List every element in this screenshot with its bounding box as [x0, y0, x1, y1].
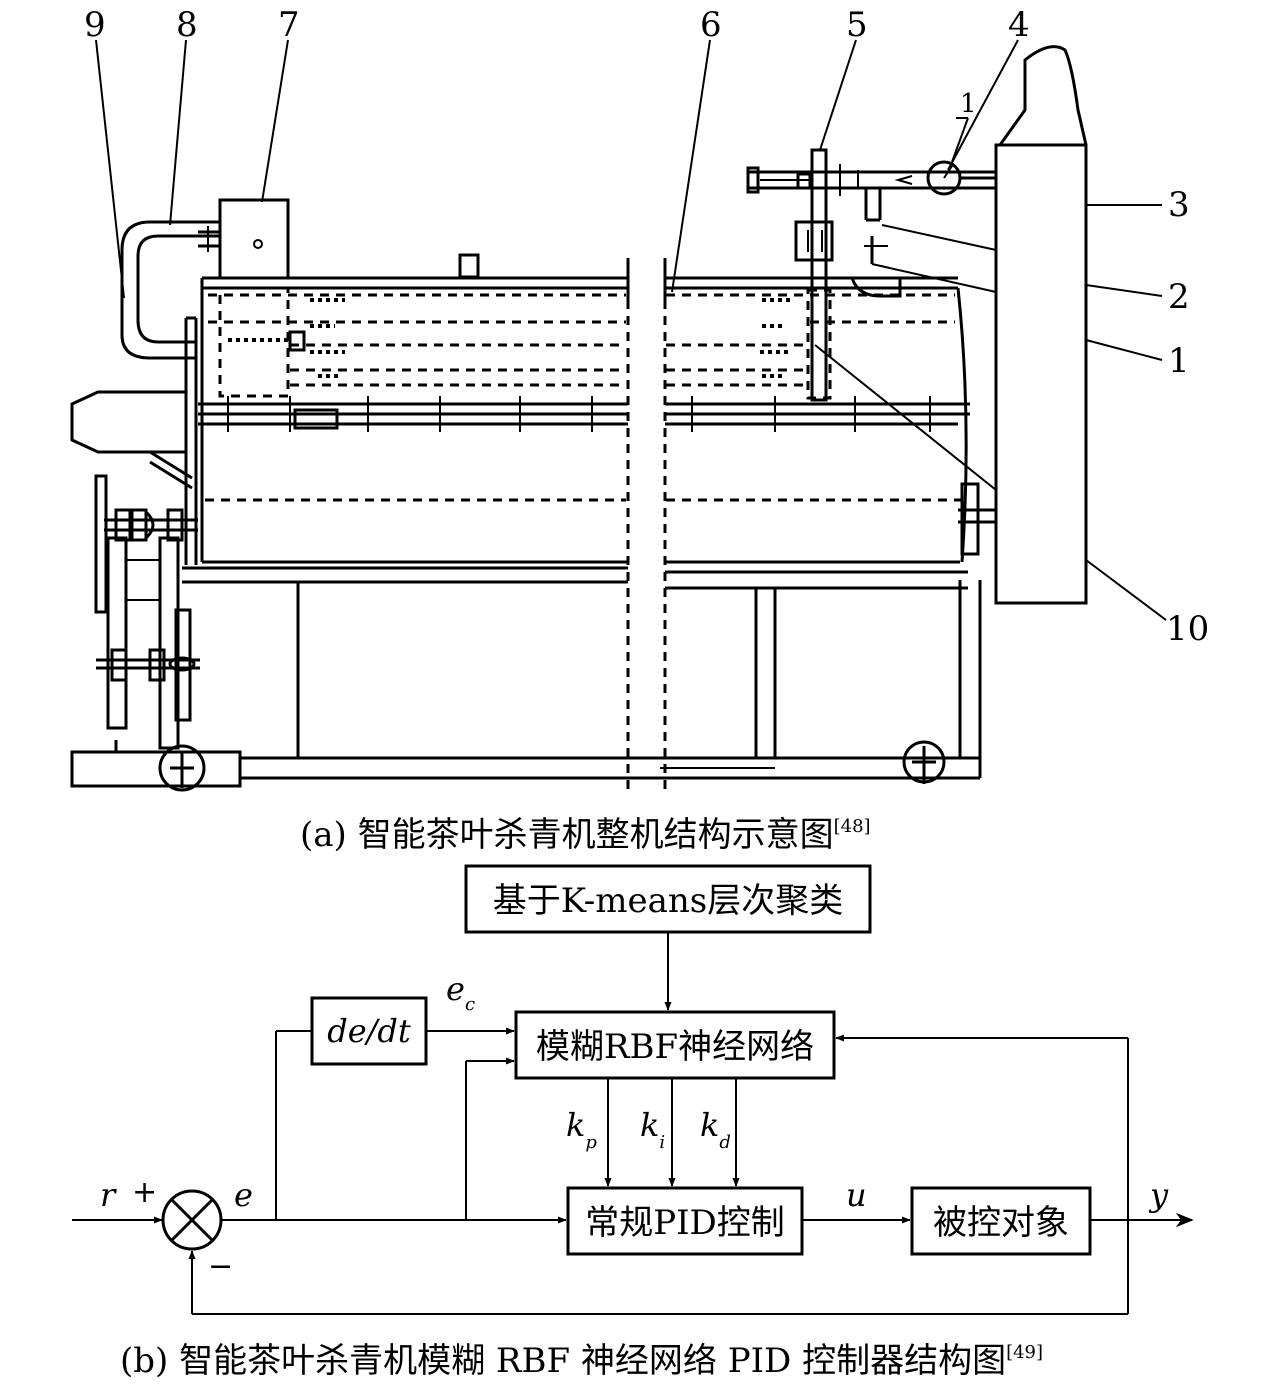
- base-beam: [70, 750, 242, 788]
- control-diagram: 基于K-means层次聚类 de/dt 模糊RBF神经网络 常规PID控制 被控…: [72, 864, 1194, 1315]
- fuzzy-rbf-block: [514, 1010, 836, 1080]
- label-4: 4: [1008, 5, 1030, 45]
- kmeans-block: [464, 864, 872, 934]
- label-gauge-1: 1: [960, 89, 977, 119]
- caster-left: [158, 744, 206, 792]
- pid-block: [566, 1186, 804, 1256]
- label-7: 7: [278, 5, 300, 45]
- machine-drawing: [70, 45, 1088, 792]
- signal-r: r: [100, 1176, 117, 1214]
- label-6: 6: [700, 5, 722, 45]
- box-7: [218, 198, 290, 280]
- signal-ec: ec: [446, 970, 475, 1015]
- signal-kp: kp: [566, 1106, 597, 1153]
- cabinet: [994, 143, 1088, 605]
- drive-assembly: [94, 474, 206, 792]
- label-8: 8: [176, 5, 198, 45]
- svg-text:基于K-means层次聚类: 基于K-means层次聚类: [493, 881, 843, 921]
- svg-text:de/dt: de/dt: [327, 1012, 411, 1050]
- svg-text:模糊RBF神经网络: 模糊RBF神经网络: [536, 1027, 814, 1067]
- svg-text:常规PID控制: 常规PID控制: [585, 1203, 785, 1243]
- chimney: [998, 45, 1088, 146]
- signal-e: e: [234, 1176, 253, 1214]
- minus-sign: −: [208, 1249, 233, 1284]
- leader-lines: [95, 39, 1167, 621]
- label-10: 10: [1166, 609, 1209, 649]
- sprayer-5: [810, 148, 828, 402]
- label-3: 3: [1168, 185, 1190, 225]
- part-labels: 9 8 7 6 5 4 1 3 2 1 10: [84, 5, 1209, 649]
- signal-y: y: [1148, 1176, 1169, 1214]
- caption-b: (b) 智能茶叶杀青机模糊 RBF 神经网络 PID 控制器结构图[49]: [120, 1341, 1043, 1381]
- label-1: 1: [1168, 341, 1190, 381]
- svg-text:被控对象: 被控对象: [933, 1203, 1069, 1243]
- label-5: 5: [846, 5, 868, 45]
- signal-kd: kd: [700, 1106, 731, 1153]
- pipe-8: [120, 220, 220, 360]
- label-9: 9: [84, 5, 106, 45]
- drum: [198, 253, 970, 564]
- caption-a: (a) 智能茶叶杀青机整机结构示意图[48]: [300, 815, 871, 855]
- break-symbol: [626, 258, 667, 790]
- feed-hopper: [70, 390, 186, 454]
- pipe-9: [136, 234, 220, 344]
- plus-sign: +: [132, 1175, 157, 1210]
- signal-ki: ki: [640, 1106, 665, 1153]
- label-2: 2: [1168, 277, 1190, 317]
- signal-u: u: [846, 1176, 867, 1214]
